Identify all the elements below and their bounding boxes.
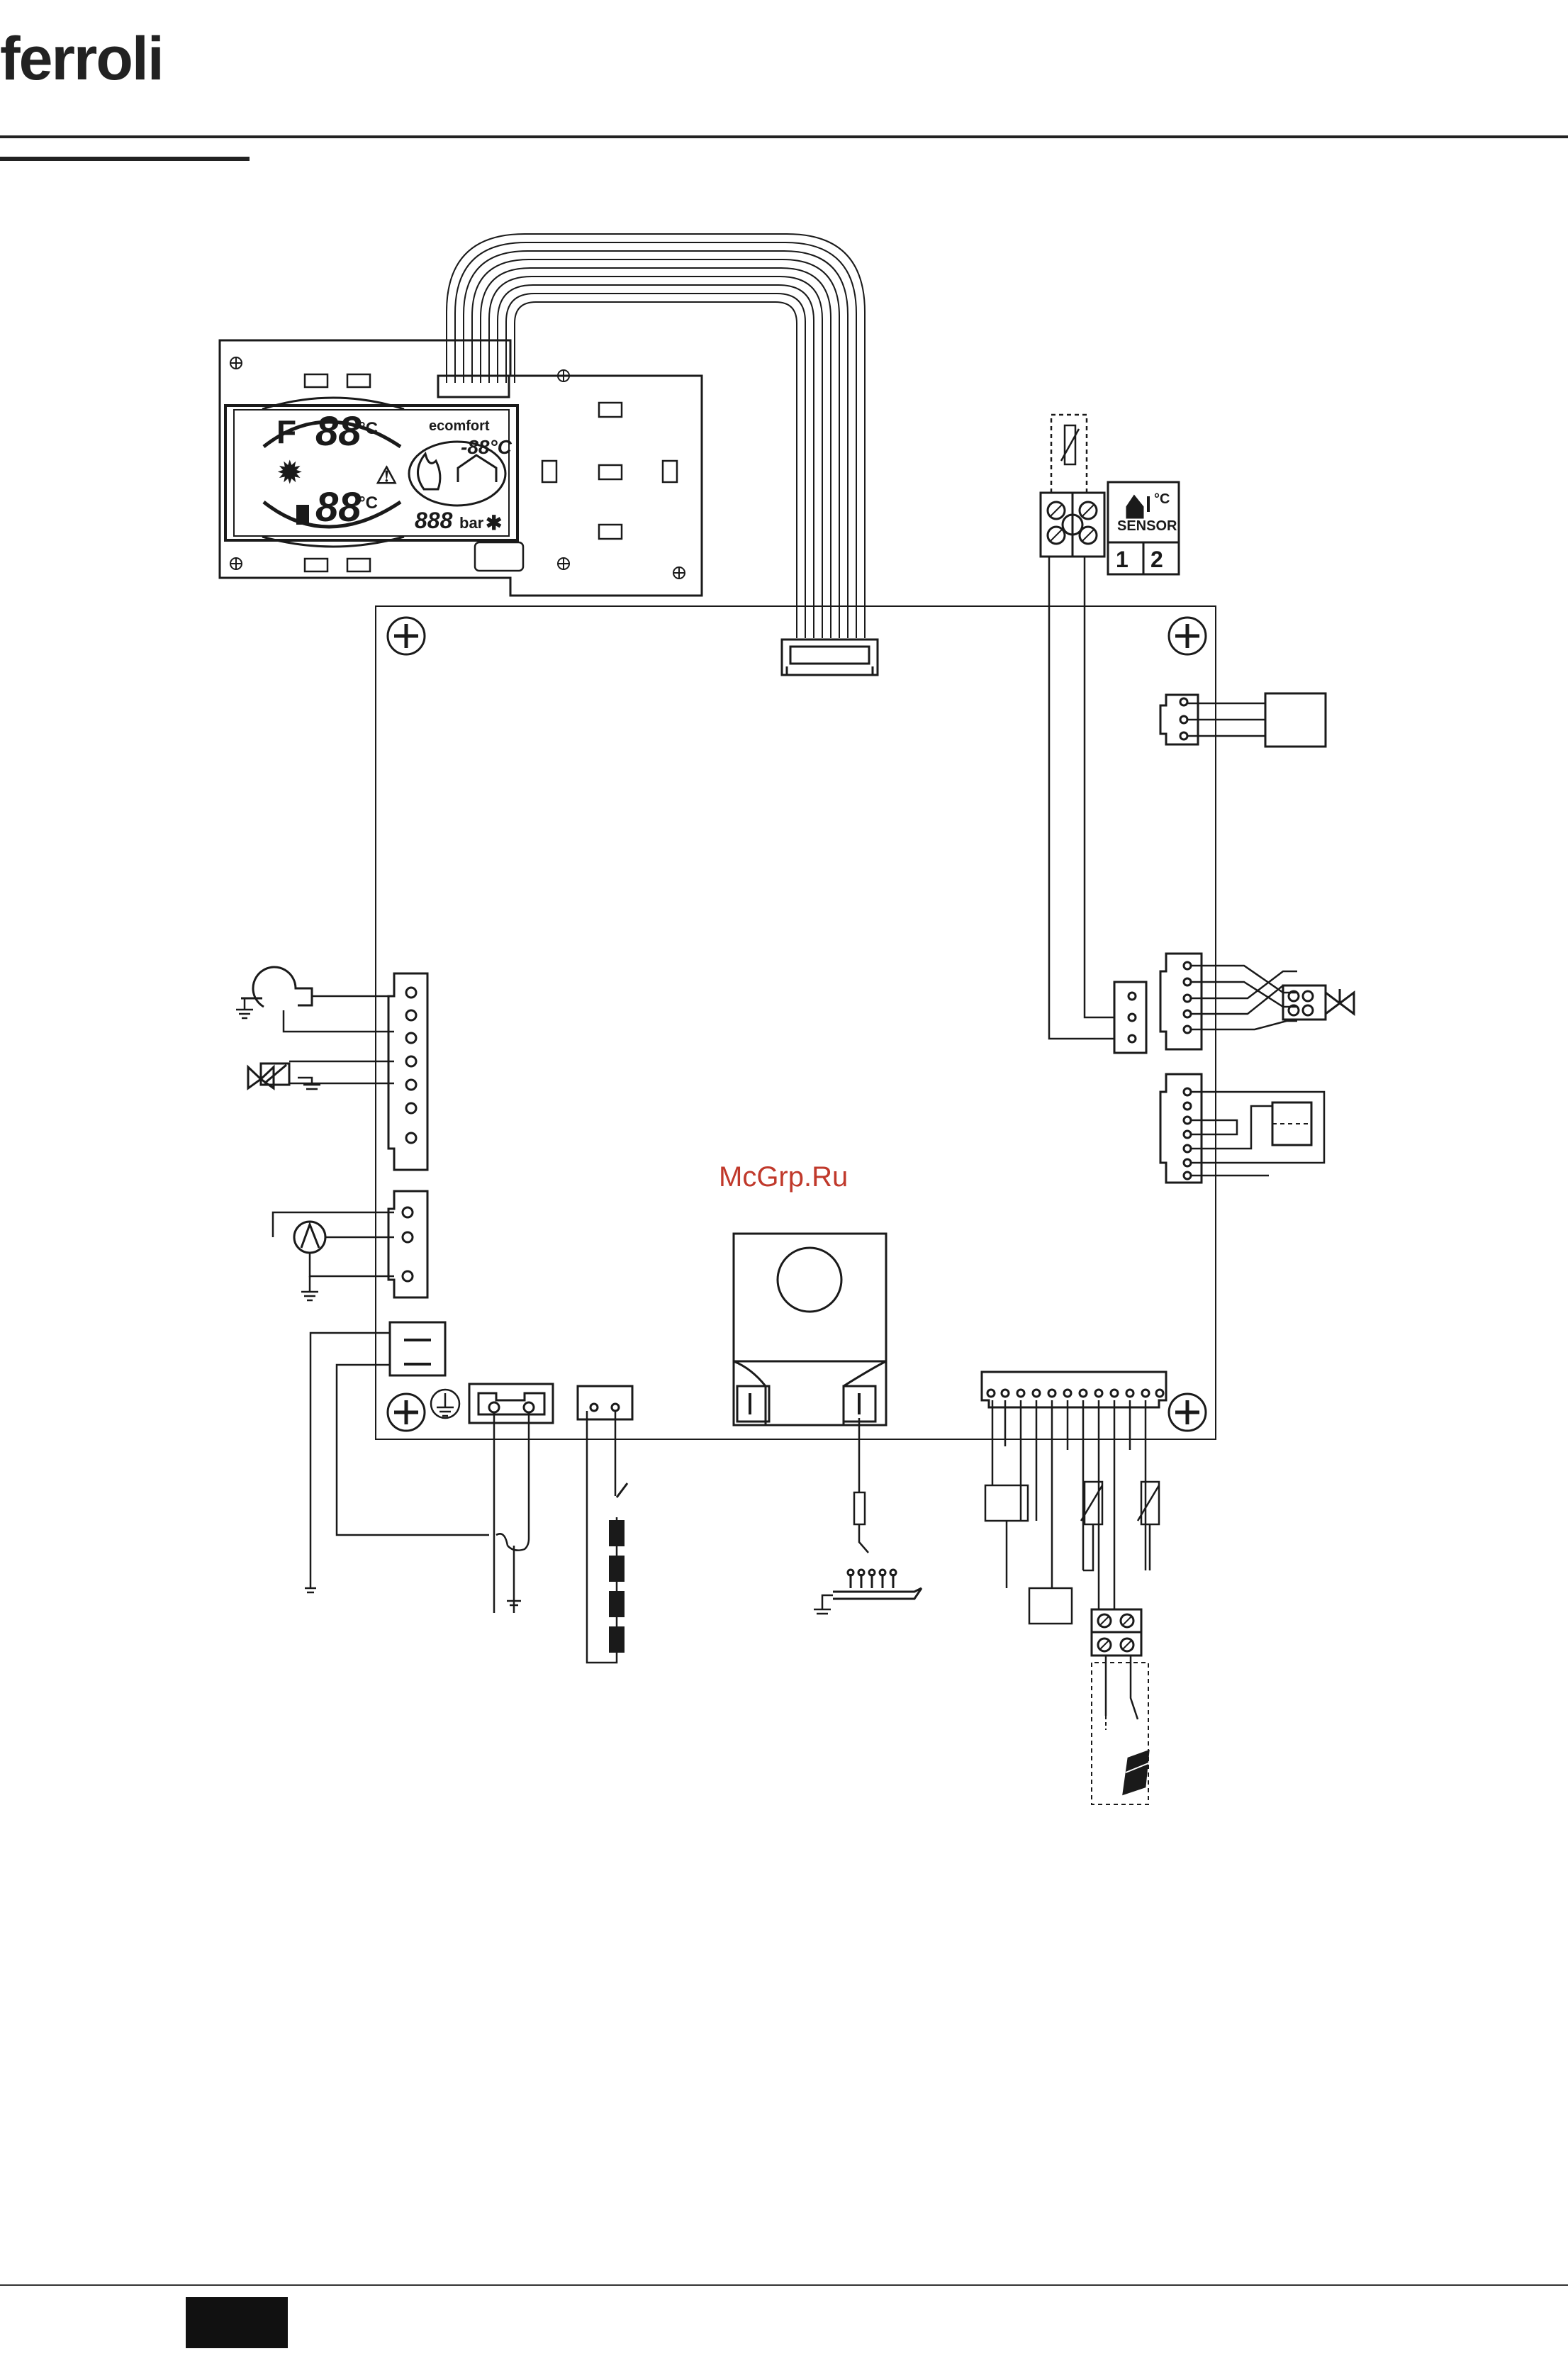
ground-icon xyxy=(814,1609,831,1614)
outdoor-sensor xyxy=(1051,415,1087,493)
screw-icon xyxy=(673,567,685,579)
spark-electrode-icon xyxy=(833,1570,922,1599)
screw-icon xyxy=(388,1394,425,1431)
sensor-terminal-block xyxy=(1041,493,1104,557)
connector-3way-valve xyxy=(1160,954,1202,1049)
screw-icon xyxy=(558,370,569,381)
thermistor-icon xyxy=(1138,1482,1159,1524)
page-number-box xyxy=(186,2297,288,2348)
flame-icon xyxy=(418,454,439,489)
flow-meter-box xyxy=(1265,693,1326,747)
ground-icon xyxy=(236,998,253,1018)
lcd-unit-bottom: °C xyxy=(359,493,378,513)
connector-fan-valve xyxy=(388,973,427,1170)
ribbon-connector xyxy=(782,640,878,675)
screw-icon xyxy=(230,357,242,369)
fan-icon xyxy=(241,967,312,1007)
warning-icon: ⚠ xyxy=(376,462,397,489)
ignition-transformer xyxy=(734,1234,886,1425)
pressure-sensor-box xyxy=(1029,1588,1072,1624)
sensor-terminal-1: 1 xyxy=(1116,547,1129,572)
three-way-valve-icon xyxy=(1283,986,1354,1020)
connector-pump xyxy=(388,1191,427,1297)
footer-rule xyxy=(0,2284,1568,2286)
screw-icon xyxy=(1169,618,1206,654)
sensor-unit-label: °C xyxy=(1154,491,1170,507)
ground-icon xyxy=(305,1588,316,1592)
snowflake-icon: ✱ xyxy=(486,512,502,534)
sensor-terminal-2: 2 xyxy=(1150,547,1163,572)
radiator-icon: F xyxy=(276,413,296,450)
sensor-label: SENSOR xyxy=(1117,518,1177,534)
screw-icon xyxy=(558,558,569,569)
screw-icon xyxy=(230,558,242,569)
lcd-pressure-unit: bar xyxy=(459,514,484,532)
switch-contact xyxy=(617,1483,627,1497)
lcd-symbols: 88 °C 88 °C ecomfort -88°C 888 bar ✱ ✹ ⚠… xyxy=(276,408,513,534)
connector-sensor xyxy=(1114,982,1146,1053)
multi-pin-connector xyxy=(982,1372,1166,1407)
gas-valve-icon xyxy=(248,1063,289,1088)
ground-icon xyxy=(301,1276,318,1300)
ground-terminal-icon xyxy=(431,1390,459,1418)
thermostat-connector xyxy=(578,1386,632,1419)
watermark: McGrp.Ru xyxy=(719,1161,848,1193)
tap-icon xyxy=(296,505,309,525)
mains-connector xyxy=(469,1384,553,1423)
lcd-brand: ecomfort xyxy=(429,418,490,434)
lcd-unit-top: °C xyxy=(359,419,378,438)
terminal-block xyxy=(1092,1609,1141,1656)
pump-icon xyxy=(294,1222,325,1253)
lcd-temp-top: 88 xyxy=(315,408,362,454)
connector-bottom-right xyxy=(1160,1074,1202,1183)
sun-icon: ✹ xyxy=(277,457,302,488)
lcd-temp-bottom: 88 xyxy=(315,484,362,530)
screw-icon xyxy=(388,618,425,654)
power-connector xyxy=(390,1322,445,1375)
screw-icon xyxy=(1169,1394,1206,1431)
room-icon xyxy=(458,455,496,482)
main-board xyxy=(376,606,1216,1439)
lcd-pressure-digits: 888 xyxy=(415,508,453,533)
resistor xyxy=(854,1492,865,1524)
lcd-outdoor-temp: -88°C xyxy=(461,436,513,458)
